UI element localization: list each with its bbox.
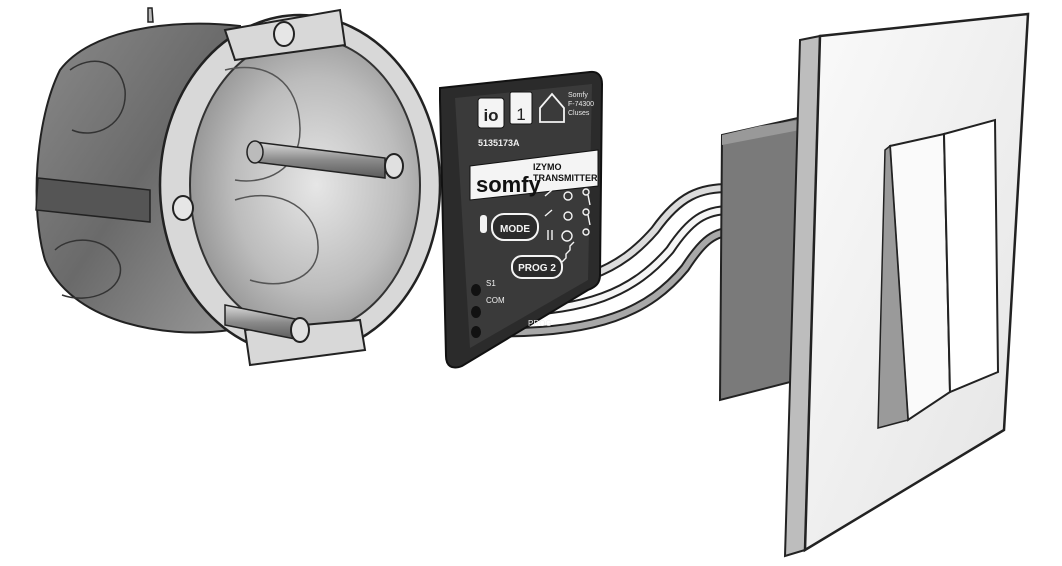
box-inner [189, 36, 421, 334]
prog-button-label: PROG 2 [518, 263, 556, 274]
box-inner-knockout-2 [234, 194, 319, 285]
box-top-clip [147, 7, 154, 23]
terminal-hole-3 [471, 326, 481, 338]
label-band [469, 149, 599, 201]
mode-button [491, 213, 539, 241]
prog-button [511, 255, 563, 279]
box-knockout-2 [54, 239, 122, 299]
box-screw-lower [224, 304, 310, 343]
terminal-hole-1 [471, 284, 481, 296]
box-knockout-1 [69, 60, 126, 134]
channel-badge [509, 91, 533, 125]
brand-logo: somfy [476, 172, 542, 197]
terminal-hole-2 [471, 306, 481, 318]
mode-button-label: MODE [500, 224, 530, 235]
lightbulb-icon [563, 191, 573, 201]
io-logo-badge [477, 97, 505, 129]
mode-icons [544, 188, 591, 263]
terminal-label-s1: S1 [486, 279, 496, 288]
rocker-right [942, 118, 1000, 394]
house-icon [539, 92, 565, 123]
model-line-1: IZYMO [533, 162, 562, 172]
stairs-icon [561, 241, 575, 263]
maker-line-3: Cluses [568, 110, 590, 117]
box-lug-hole-top [273, 21, 295, 47]
model-line-2: TRANSMITTER [533, 173, 598, 183]
box-screw-upper [246, 140, 404, 179]
status-led [480, 215, 487, 233]
io-logo-text: io [483, 106, 498, 125]
box-foam-strip [35, 177, 151, 223]
switch-icon-2 [544, 209, 553, 217]
maker-line-2: F-74300 [568, 101, 594, 108]
updown-arrows-icon [547, 230, 553, 240]
reference-number: 5135173A [478, 138, 520, 148]
maker-line-1: Somfy [568, 92, 588, 99]
switch-icon [544, 189, 553, 197]
switch-mechanism [718, 116, 799, 402]
terminal-label-com: COM [486, 296, 505, 305]
lightbulb-icon-2 [563, 211, 573, 221]
izymo-transmitter-module: io 1 Somfy F-74300 Cluses 5135173A somfy… [439, 70, 604, 369]
double-wall-switch [718, 12, 1030, 558]
motor-icon [561, 230, 573, 242]
flush-mounting-box [35, 7, 442, 367]
box-inner-knockout-1 [224, 66, 301, 182]
box-lug-hole-left [172, 195, 194, 221]
terminal-label-prog: PROG [528, 319, 552, 328]
channel-count: 1 [516, 105, 525, 124]
